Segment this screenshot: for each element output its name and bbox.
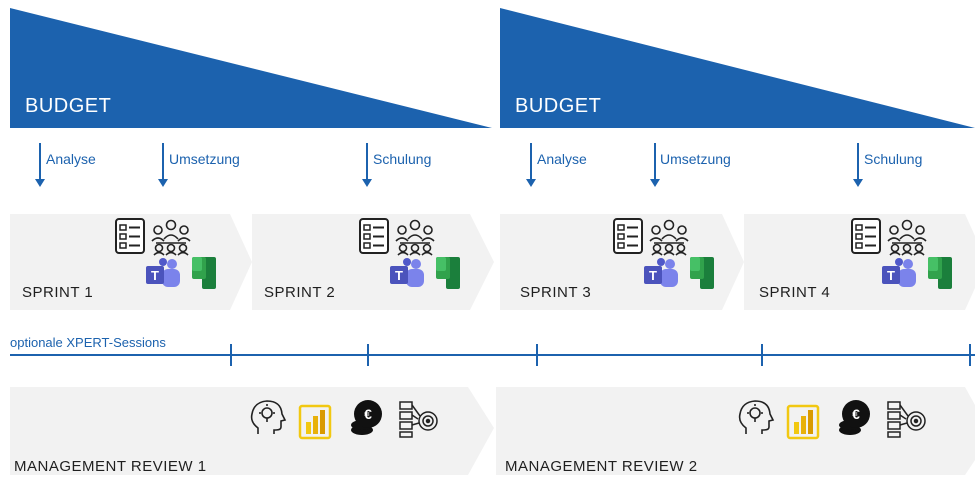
budget-label-1: BUDGET [25,95,112,117]
management-icons-1: € [250,400,438,440]
planner-icon [192,257,216,289]
target-list-icon [887,401,926,438]
arrow-analyse-1 [34,142,46,188]
teams-icon: T [644,258,678,287]
sprint-label-4: SPRINT 4 [759,284,831,301]
sprint-label-3: SPRINT 3 [520,284,592,301]
budget-label-2: BUDGET [515,95,602,117]
power-bi-icon [786,404,820,440]
phase-umsetzung-1: Umsetzung [169,151,240,167]
arrow-umsetzung-1 [157,142,169,188]
management-icons-2: € [738,400,926,440]
team-meeting-icon [649,219,689,256]
budget-triangle-2 [500,8,975,128]
svg-text:T: T [151,268,159,283]
svg-text:€: € [364,406,372,422]
xpert-sessions-label: optionale XPERT-Sessions [10,335,166,350]
svg-text:€: € [852,406,860,422]
planner-icon [690,257,714,289]
sprint-icons-1: T [115,218,216,289]
phase-schulung-1: Schulung [373,151,432,167]
arrow-analyse-2 [525,142,537,188]
phase-analyse-2: Analyse [537,151,587,167]
idea-head-icon [250,400,287,434]
arrow-schulung-2 [852,142,864,188]
target-list-icon [399,401,438,438]
team-meeting-icon [151,219,191,256]
checklist-icon [115,218,145,254]
euro-coins-icon: € [351,400,382,435]
sprint-label-2: SPRINT 2 [264,284,336,301]
teams-icon: T [146,258,180,287]
management-review-label-1: MANAGEMENT REVIEW 1 [14,458,207,475]
teams-icon: T [882,258,916,287]
sprint-icons-3: T [613,218,714,289]
svg-text:T: T [887,268,895,283]
planner-icon [436,257,460,289]
checklist-icon [359,218,389,254]
phase-analyse-1: Analyse [46,151,96,167]
sprint-chevron-2 [252,214,494,310]
idea-head-icon [738,400,775,434]
svg-text:T: T [395,268,403,283]
phase-schulung-2: Schulung [864,151,923,167]
sprint-icons-2: T [359,218,460,289]
euro-coins-icon: € [839,400,870,435]
team-meeting-icon [395,219,435,256]
management-review-label-2: MANAGEMENT REVIEW 2 [505,458,698,475]
team-meeting-icon [887,219,927,256]
sprint-icons-4: T [851,218,952,289]
sprint-chevron-1 [10,214,252,310]
svg-text:T: T [649,268,657,283]
planner-icon [928,257,952,289]
arrow-umsetzung-2 [649,142,661,188]
sprint-label-1: SPRINT 1 [22,284,94,301]
budget-triangle-1 [10,8,492,128]
teams-icon: T [390,258,424,287]
checklist-icon [613,218,643,254]
arrow-schulung-1 [361,142,373,188]
phase-umsetzung-2: Umsetzung [660,151,731,167]
checklist-icon [851,218,881,254]
power-bi-icon [298,404,332,440]
